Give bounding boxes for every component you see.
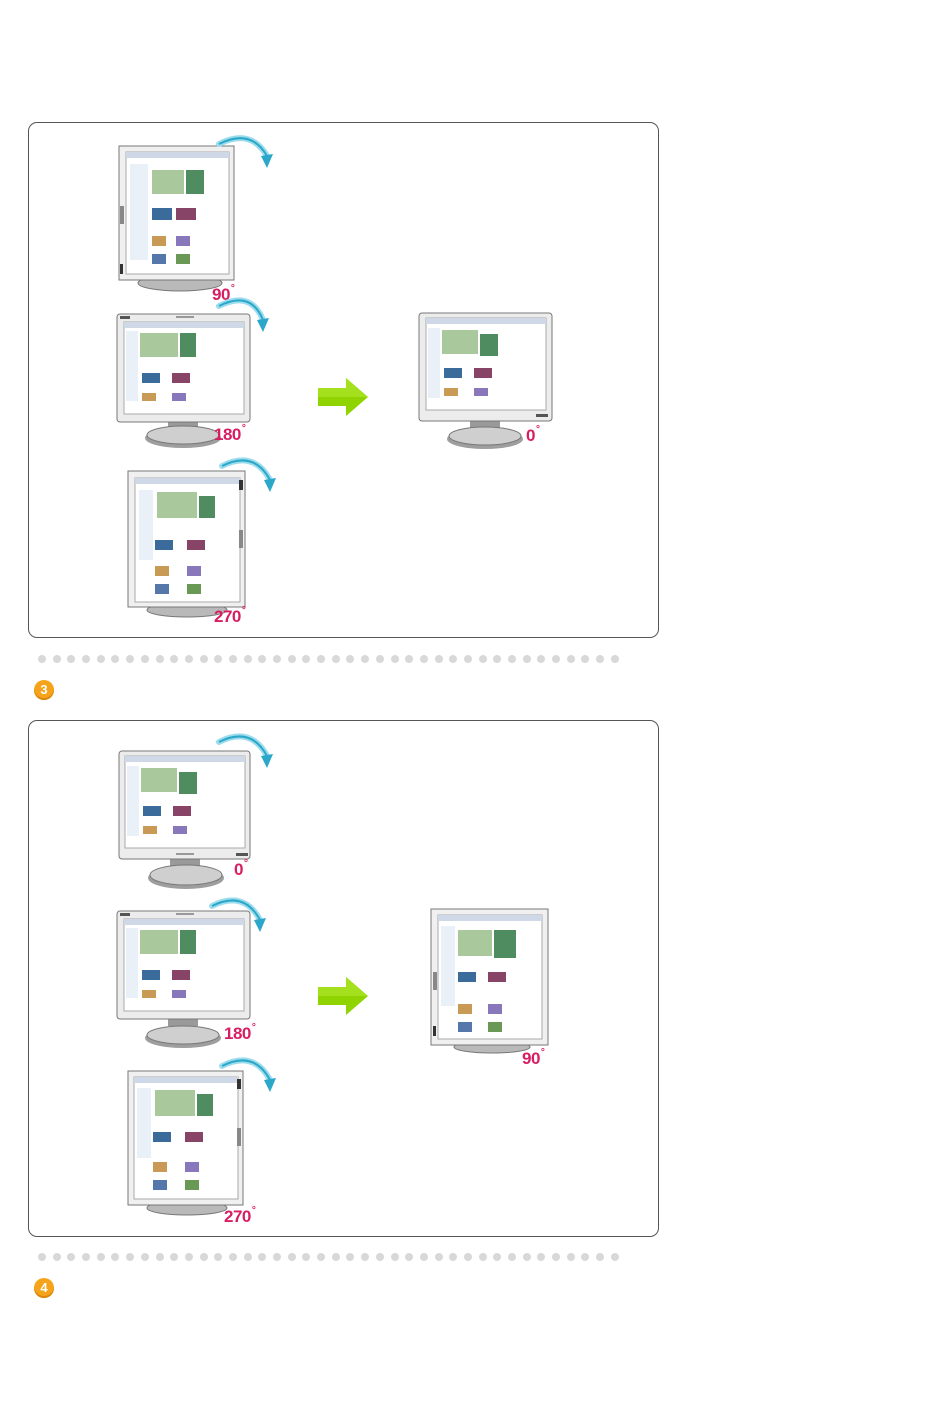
curved-rotate-arrow-icon bbox=[215, 292, 277, 338]
right-arrow-icon bbox=[318, 378, 370, 416]
dotted-divider bbox=[38, 1253, 619, 1261]
angle-label: 0° bbox=[234, 860, 247, 880]
right-arrow-icon bbox=[318, 977, 370, 1015]
curved-rotate-arrow-icon bbox=[218, 452, 282, 498]
angle-label: 270° bbox=[214, 607, 245, 627]
curved-rotate-arrow-icon bbox=[215, 130, 277, 176]
dotted-divider bbox=[38, 655, 619, 663]
curved-rotate-arrow-icon bbox=[218, 1052, 280, 1098]
curved-rotate-arrow-icon bbox=[208, 892, 270, 938]
portrait-monitor-graphic bbox=[430, 908, 550, 1054]
angle-label: 270° bbox=[224, 1207, 255, 1227]
monitor-portrait-result bbox=[430, 908, 550, 1054]
step-number-badge: 3 bbox=[34, 680, 54, 700]
angle-label: 90° bbox=[522, 1049, 544, 1069]
angle-label: 180° bbox=[214, 425, 245, 445]
step-number-badge: 4 bbox=[34, 1278, 54, 1298]
angle-label: 180° bbox=[224, 1024, 255, 1044]
angle-label: 0° bbox=[526, 426, 539, 446]
curved-rotate-arrow-icon bbox=[215, 728, 277, 774]
